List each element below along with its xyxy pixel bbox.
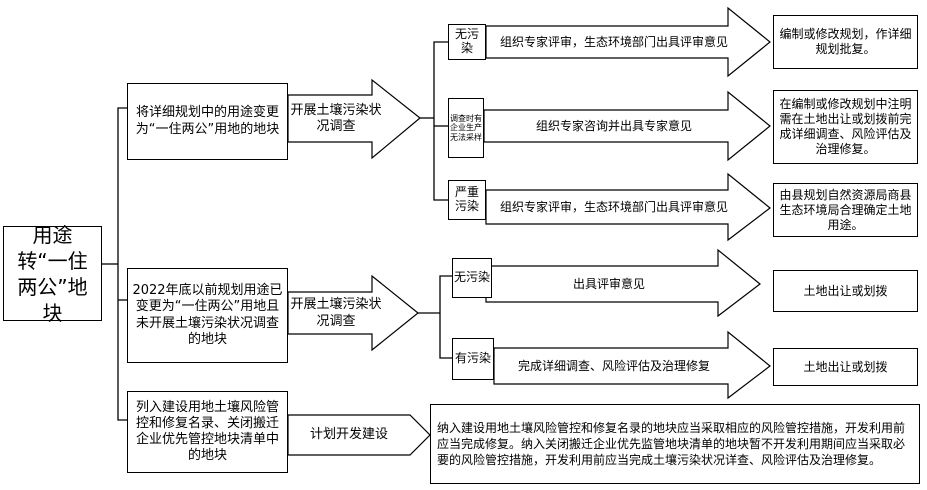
branch2-action-label: 开展土壤污染状况调查 xyxy=(290,297,382,329)
root-bracket xyxy=(117,107,127,421)
outcome-1-3-process: 组织专家评审，生态环境部门出具评审意见 xyxy=(500,199,729,214)
result-2-1: 土地出让或划拨 xyxy=(773,270,918,312)
result-2-2: 土地出让或划拨 xyxy=(773,348,918,386)
outcome-1-3-label-text: 严重污染 xyxy=(454,185,479,213)
branch3-action-shape xyxy=(287,414,431,456)
branch3-condition-text: 列入建设用地土壤风险管控和修复名录、关闭搬迁企业优先管控地块清单中的地块 xyxy=(135,399,279,464)
branch2-condition-text: 2022年底以前规划用途已变更为“一住两公”用地且未开展土壤污染状况调查的地块 xyxy=(132,283,283,347)
branch1-bracket xyxy=(433,41,448,201)
branch2-bracket xyxy=(439,275,452,359)
result-1-1: 编制或修改规划，作详细规划批复。 xyxy=(773,15,918,69)
branch3-condition: 列入建设用地土壤风险管控和修复名录、关闭搬迁企业优先管控地块清单中的地块 xyxy=(127,391,288,473)
result-1-3-text: 由县规划自然资源局商县生态环境局合理确定土地用途。 xyxy=(779,187,912,232)
result-1-3: 由县规划自然资源局商县生态环境局合理确定土地用途。 xyxy=(773,183,918,237)
result-1-2: 在编制或修改规划中注明需在土地出让或划拨前完成详细调查、风险评估及治理修复。 xyxy=(773,90,918,164)
branch1-condition: 将详细规划中的用途变更为“一住两公”用地的地块 xyxy=(127,83,288,160)
outcome-arrow-1-2 xyxy=(483,90,771,162)
root-label: 用途转“一住两公”地块 xyxy=(17,222,88,325)
outcome-arrow-2-2 xyxy=(493,330,771,400)
outcome-2-1-process: 出具评审意见 xyxy=(572,276,645,291)
branch1-action-arrow xyxy=(287,78,421,160)
outcome-2-2-label: 有污染 xyxy=(452,338,494,380)
outcome-arrow-1-3 xyxy=(485,172,771,242)
outcome-1-1-label-text: 无污染 xyxy=(454,27,479,55)
result-2-1-text: 土地出让或划拨 xyxy=(803,283,888,298)
outcome-arrow-2-1 xyxy=(485,248,761,318)
branch2-condition: 2022年底以前规划用途已变更为“一住两公”用地且未开展土壤污染状况调查的地块 xyxy=(127,268,288,363)
outcome-1-2-label-text: 调查时有企业生产无法采样 xyxy=(450,114,482,142)
branch1-condition-text: 将详细规划中的用途变更为“一住两公”用地的地块 xyxy=(135,105,280,137)
branch3-note: 纳入建设用地土壤风险管控和修复名录的地块应当采取相应的风险管控措施，开发利用前应… xyxy=(430,404,920,484)
outcome-arrow-1-1 xyxy=(485,6,771,78)
branch1-action-label: 开展土壤污染状况调查 xyxy=(290,102,382,134)
branch3-action-label: 计划开发建设 xyxy=(309,427,388,443)
root-node: 用途转“一住两公”地块 xyxy=(3,223,102,325)
outcome-1-1-label: 无污染 xyxy=(448,24,486,60)
outcome-2-1-label: 无污染 xyxy=(452,258,492,298)
outcome-1-1-process: 组织专家评审，生态环境部门出具评审意见 xyxy=(500,34,729,49)
result-1-2-text: 在编制或修改规划中注明需在土地出让或划拨前完成详细调查、风险评估及治理修复。 xyxy=(779,97,912,156)
branch3-note-text: 纳入建设用地土壤风险管控和修复名录的地块应当采取相应的风险管控措施，开发利用前应… xyxy=(437,420,906,468)
outcome-2-2-label-text: 有污染 xyxy=(454,351,491,366)
result-1-1-text: 编制或修改规划，作详细规划批复。 xyxy=(779,27,912,56)
outcome-1-2-label: 调查时有企业生产无法采样 xyxy=(448,98,484,158)
outcome-1-2-process: 组织专家咨询并出具专家意见 xyxy=(535,118,692,133)
outcome-2-1-label-text: 无污染 xyxy=(454,270,491,285)
outcome-1-3-label: 严重污染 xyxy=(448,180,486,220)
result-2-2-text: 土地出让或划拨 xyxy=(803,359,888,374)
outcome-2-2-process: 完成详细调查、风险评估及治理修复 xyxy=(517,358,710,373)
branch2-action-arrow xyxy=(287,274,419,352)
